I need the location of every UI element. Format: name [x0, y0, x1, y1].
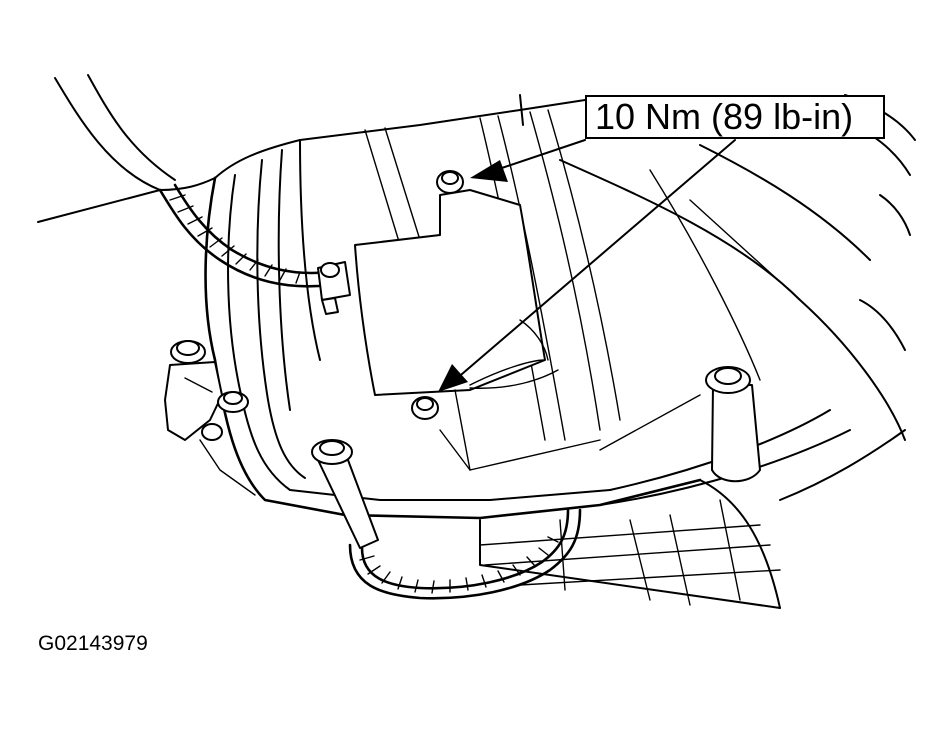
left-bracket: [164, 361, 256, 496]
torque-bolt-lower: [411, 396, 439, 420]
wiring-harness-lower: [348, 508, 582, 600]
bolt-left-upper: [170, 340, 206, 364]
bolt-left-small: [201, 423, 223, 441]
torque-callout-label: 10 Nm (89 lb-in): [595, 96, 854, 137]
bolt-front-long: [311, 439, 379, 549]
bolt-harness-clip: [320, 262, 340, 278]
wiring-harness-upper: [158, 183, 351, 315]
engine-outline: [37, 74, 586, 223]
torque-bolt-upper: [436, 170, 464, 194]
leader-arrow-upper: [470, 139, 586, 182]
figure-id-label: G02143979: [38, 632, 148, 655]
oil-pan: [479, 479, 781, 609]
torque-callout: 10 Nm (89 lb-in): [585, 95, 885, 139]
bolt-left-lower: [217, 391, 249, 413]
leader-arrow-lower: [438, 139, 736, 392]
bolt-right-long: [705, 366, 761, 483]
